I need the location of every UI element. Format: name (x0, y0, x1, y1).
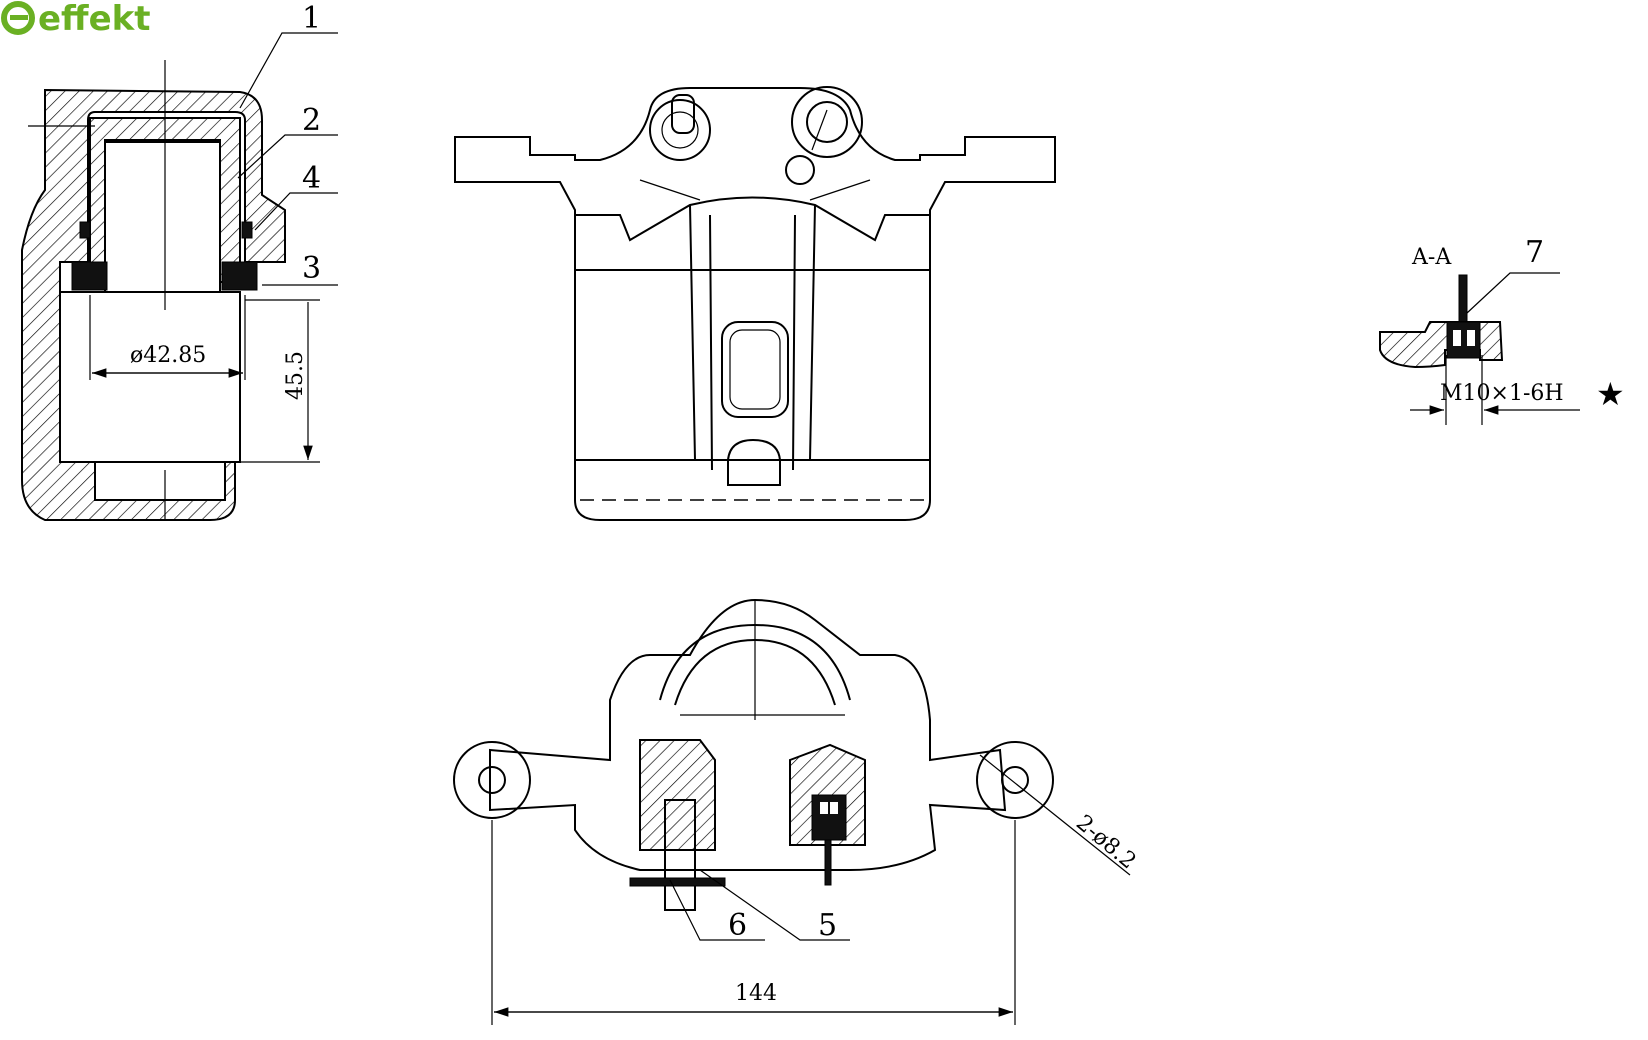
hole-spacing-dim: 144 (735, 981, 777, 1006)
detail-title: A-A (1411, 245, 1452, 270)
bottom-view: 144 2-ø8.2 6 5 (453, 598, 1141, 1025)
holes-dim: 2-ø8.2 (1071, 810, 1140, 874)
callout-4: 4 (302, 161, 321, 196)
star-mark: ★ (1596, 375, 1625, 413)
effekt-logo: effekt (1, 0, 151, 39)
callout-6: 6 (728, 908, 747, 943)
callout-1: 1 (302, 1, 321, 36)
callout-3: 3 (302, 251, 321, 286)
piston-diameter-dim: ø42.85 (130, 343, 206, 368)
thread-spec: M10×1-6H (1440, 381, 1564, 406)
callout-2: 2 (302, 103, 321, 138)
callout-7: 7 (1525, 235, 1544, 270)
detail-aa: A-A 7 M10×1-6H ★ (1379, 235, 1625, 425)
depth-dim: 45.5 (283, 351, 308, 400)
front-view (454, 86, 1056, 521)
callout-5: 5 (818, 908, 837, 943)
section-view: 1 2 4 3 ø42.85 45.5 (21, 1, 338, 521)
logo-text: effekt (38, 0, 151, 39)
